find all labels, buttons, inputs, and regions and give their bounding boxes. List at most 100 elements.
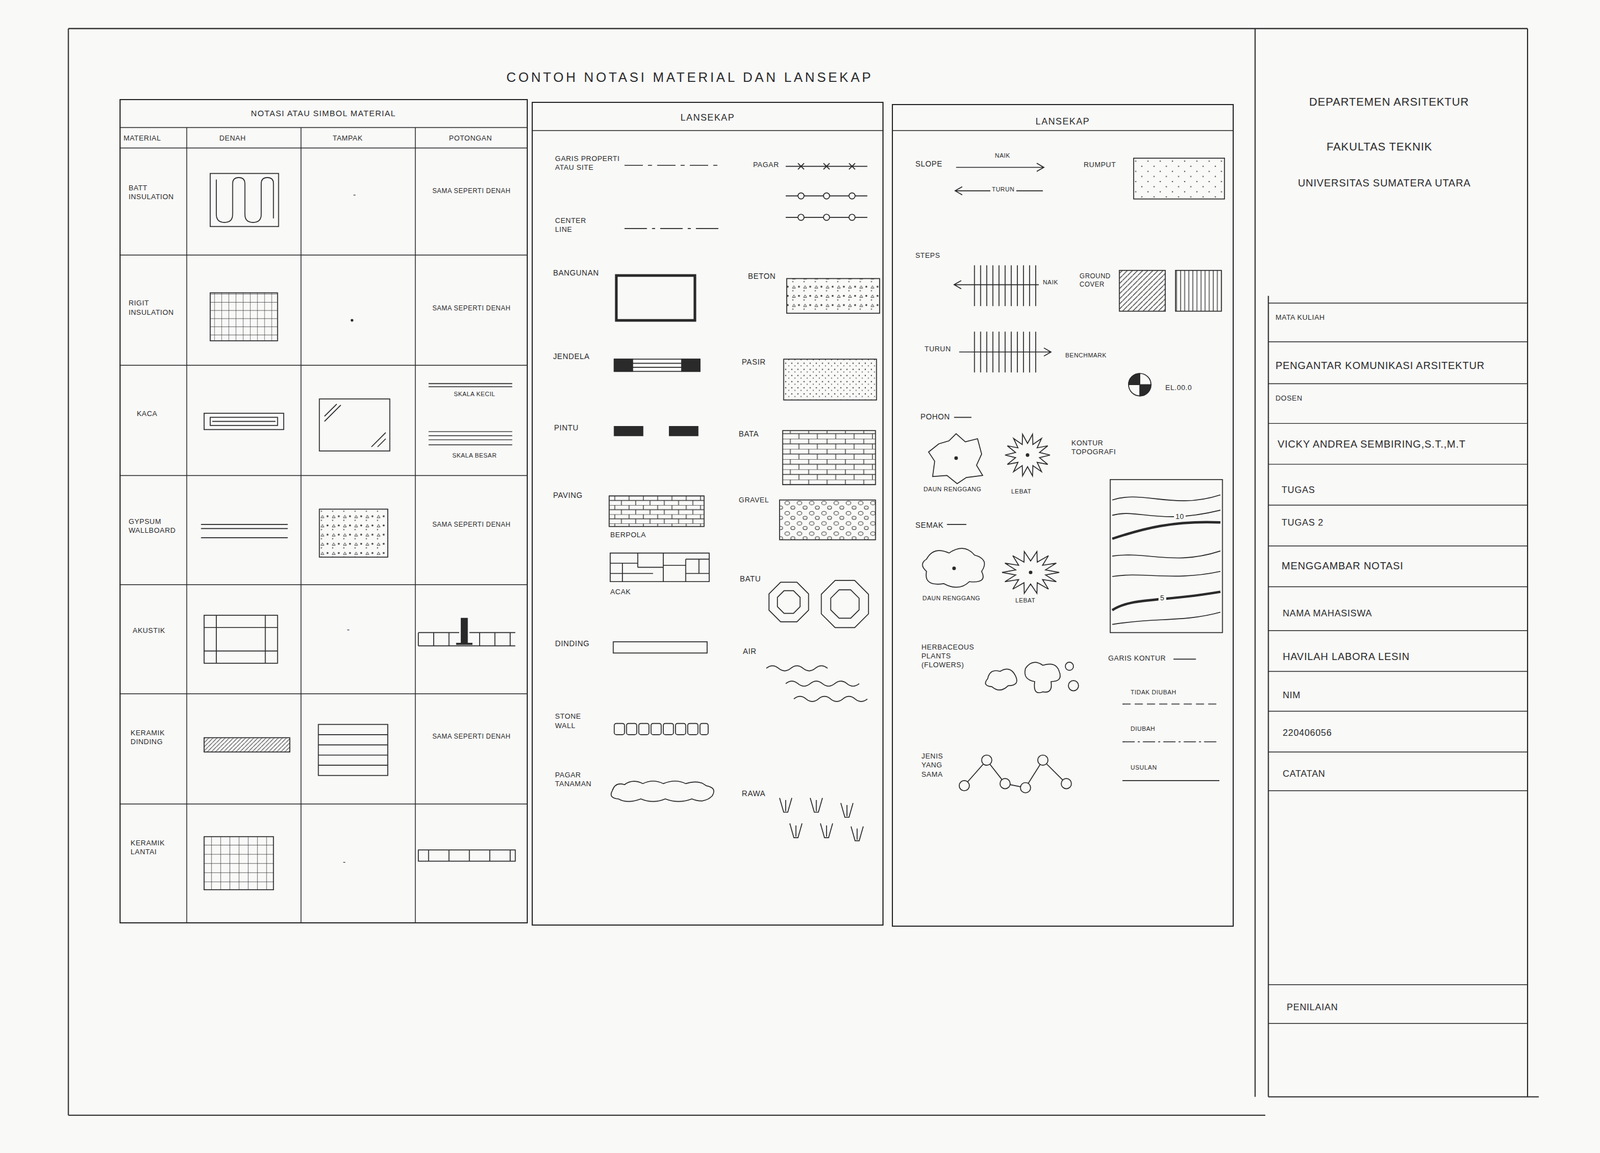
notation-label: JENDELA (553, 351, 590, 362)
drawing-stroke (351, 319, 353, 321)
drawing-stroke (1000, 778, 1011, 789)
notation-label: TIDAK DIUBAH (1130, 688, 1177, 697)
drawing-stroke (418, 849, 516, 861)
drawing-stroke (204, 615, 278, 664)
notation-label: GRAVEL (738, 495, 770, 505)
notation-label: PAVING (553, 490, 584, 501)
steps-up-tread (1004, 265, 1006, 307)
material-table-grid (119, 127, 1234, 924)
notation-label: KERAMIK DINDING (130, 728, 182, 747)
drawing-stroke (785, 681, 860, 687)
notation-label: POHON (920, 412, 950, 422)
notation-label: DINDING (554, 639, 590, 649)
drawing-stroke (428, 431, 513, 445)
steps-down-tread (974, 331, 976, 373)
steps-up-tread (1016, 265, 1018, 307)
notation-label: 5 (1158, 593, 1167, 603)
drawing-stroke (1175, 270, 1222, 312)
landscape-symbols (609, 158, 1225, 802)
stone-symbol-inner (777, 590, 800, 614)
steps-down-tread (998, 331, 1000, 373)
notation-label: PAGAR TANAMAN (554, 770, 609, 789)
drawing-stroke (639, 723, 649, 735)
marsh-grass-symbol (840, 802, 854, 818)
panel-heading: NOTASI ATAU SIMBOL MATERIAL (120, 100, 527, 118)
notation-label: LEBAT (1015, 596, 1036, 605)
steps-down-tread (992, 331, 994, 373)
marsh-grass-symbol (809, 797, 823, 813)
drawing-stroke (928, 433, 983, 484)
drawing-stroke (954, 280, 1040, 289)
panel-box: NOTASI ATAU SIMBOL MATERIAL (119, 99, 528, 924)
drawing-stroke (783, 359, 877, 400)
notation-label: POTONGAN (449, 133, 493, 143)
notation-label: - (346, 624, 351, 635)
drawing-stroke (681, 359, 700, 372)
drawing-stroke (823, 193, 830, 200)
marsh-grass-symbol (820, 823, 833, 838)
notation-label: SAMA SEPERTI DENAH (428, 304, 515, 313)
notation-label: SAMA SEPERTI DENAH (428, 520, 515, 529)
drawing-stroke (204, 413, 284, 430)
drawing-stroke (626, 723, 637, 735)
notation-label: - (352, 189, 357, 200)
notation-label: HERBACEOUS PLANTS (FLOWERS) (921, 642, 983, 670)
drawing-stroke (779, 500, 876, 540)
stone-symbol (769, 582, 809, 622)
title-block-text: TUGAS (1281, 484, 1316, 497)
notation-label: NAIK (1042, 278, 1059, 287)
steps-down-tread (986, 331, 988, 373)
shrub-dense-symbol (1001, 551, 1059, 594)
drawing-stroke (1061, 778, 1072, 789)
notation-label: RUMPUT (1083, 160, 1116, 170)
drawing-stroke (624, 227, 723, 230)
notation-label: EL.00.0 (1165, 383, 1192, 393)
notation-label: DAUN RENGGANG (923, 485, 982, 494)
notation-label: PASIR (741, 357, 766, 367)
drawing-stroke (204, 737, 290, 752)
drawing-stroke (614, 723, 625, 735)
drawing-stroke (319, 508, 388, 558)
panel-heading: LANSEKAP (532, 102, 883, 123)
steps-up-tread (992, 265, 994, 307)
drawing-stroke (766, 665, 828, 671)
drawing-stroke (782, 430, 876, 485)
drawing-stroke (186, 127, 416, 924)
drawing-stroke (210, 417, 278, 426)
drawing-stroke (461, 618, 468, 643)
drawing-stroke (1133, 158, 1225, 200)
notation-label: GROUND COVER (1079, 272, 1119, 289)
title-block-text: VICKY ANDREA SEMBIRING,S.T.,M.T (1277, 437, 1466, 451)
title-block-text: MENGGAMBAR NOTASI (1281, 559, 1404, 573)
drawing-stroke (119, 127, 528, 805)
notation-label: ACAK (610, 587, 631, 597)
drawing-stroke (616, 275, 695, 321)
title-block-text: PENGANTAR KOMUNIKASI ARSITEKTUR (1275, 359, 1485, 372)
notation-label: PINTU (554, 423, 579, 433)
notation-label: GARIS PROPERTI ATAU SITE (554, 154, 621, 173)
drawing-stroke (699, 723, 709, 735)
steps-down-tread (1022, 331, 1025, 373)
notation-label: PAGAR (752, 160, 779, 170)
drawing-stroke (455, 642, 473, 646)
notation-label: GARIS KONTUR (1108, 653, 1166, 663)
notation-label: SKALA KECIL (438, 390, 511, 399)
steps-up-tread (974, 265, 976, 307)
drawing-stroke (985, 668, 1017, 690)
drawing-stroke (216, 177, 274, 223)
drawing-stroke (669, 426, 699, 436)
notation-label: DENAH (219, 133, 247, 143)
steps-down-tread (1016, 331, 1018, 373)
drawing-stroke (210, 292, 278, 341)
notation-label: AIR (743, 646, 757, 657)
drawing-stroke (318, 734, 388, 766)
notation-label: SAMA SEPERTI DENAH (428, 732, 515, 741)
drawing-stroke (428, 383, 513, 387)
notation-label: DIUBAH (1130, 725, 1156, 734)
drawing-stroke (956, 163, 1044, 172)
drawing-stroke (204, 615, 278, 664)
title-block-text: NIM (1282, 689, 1301, 702)
notation-label: KONTUR TOPOGRAFI (1071, 438, 1125, 457)
title-block-text: CATATAN (1282, 768, 1326, 781)
